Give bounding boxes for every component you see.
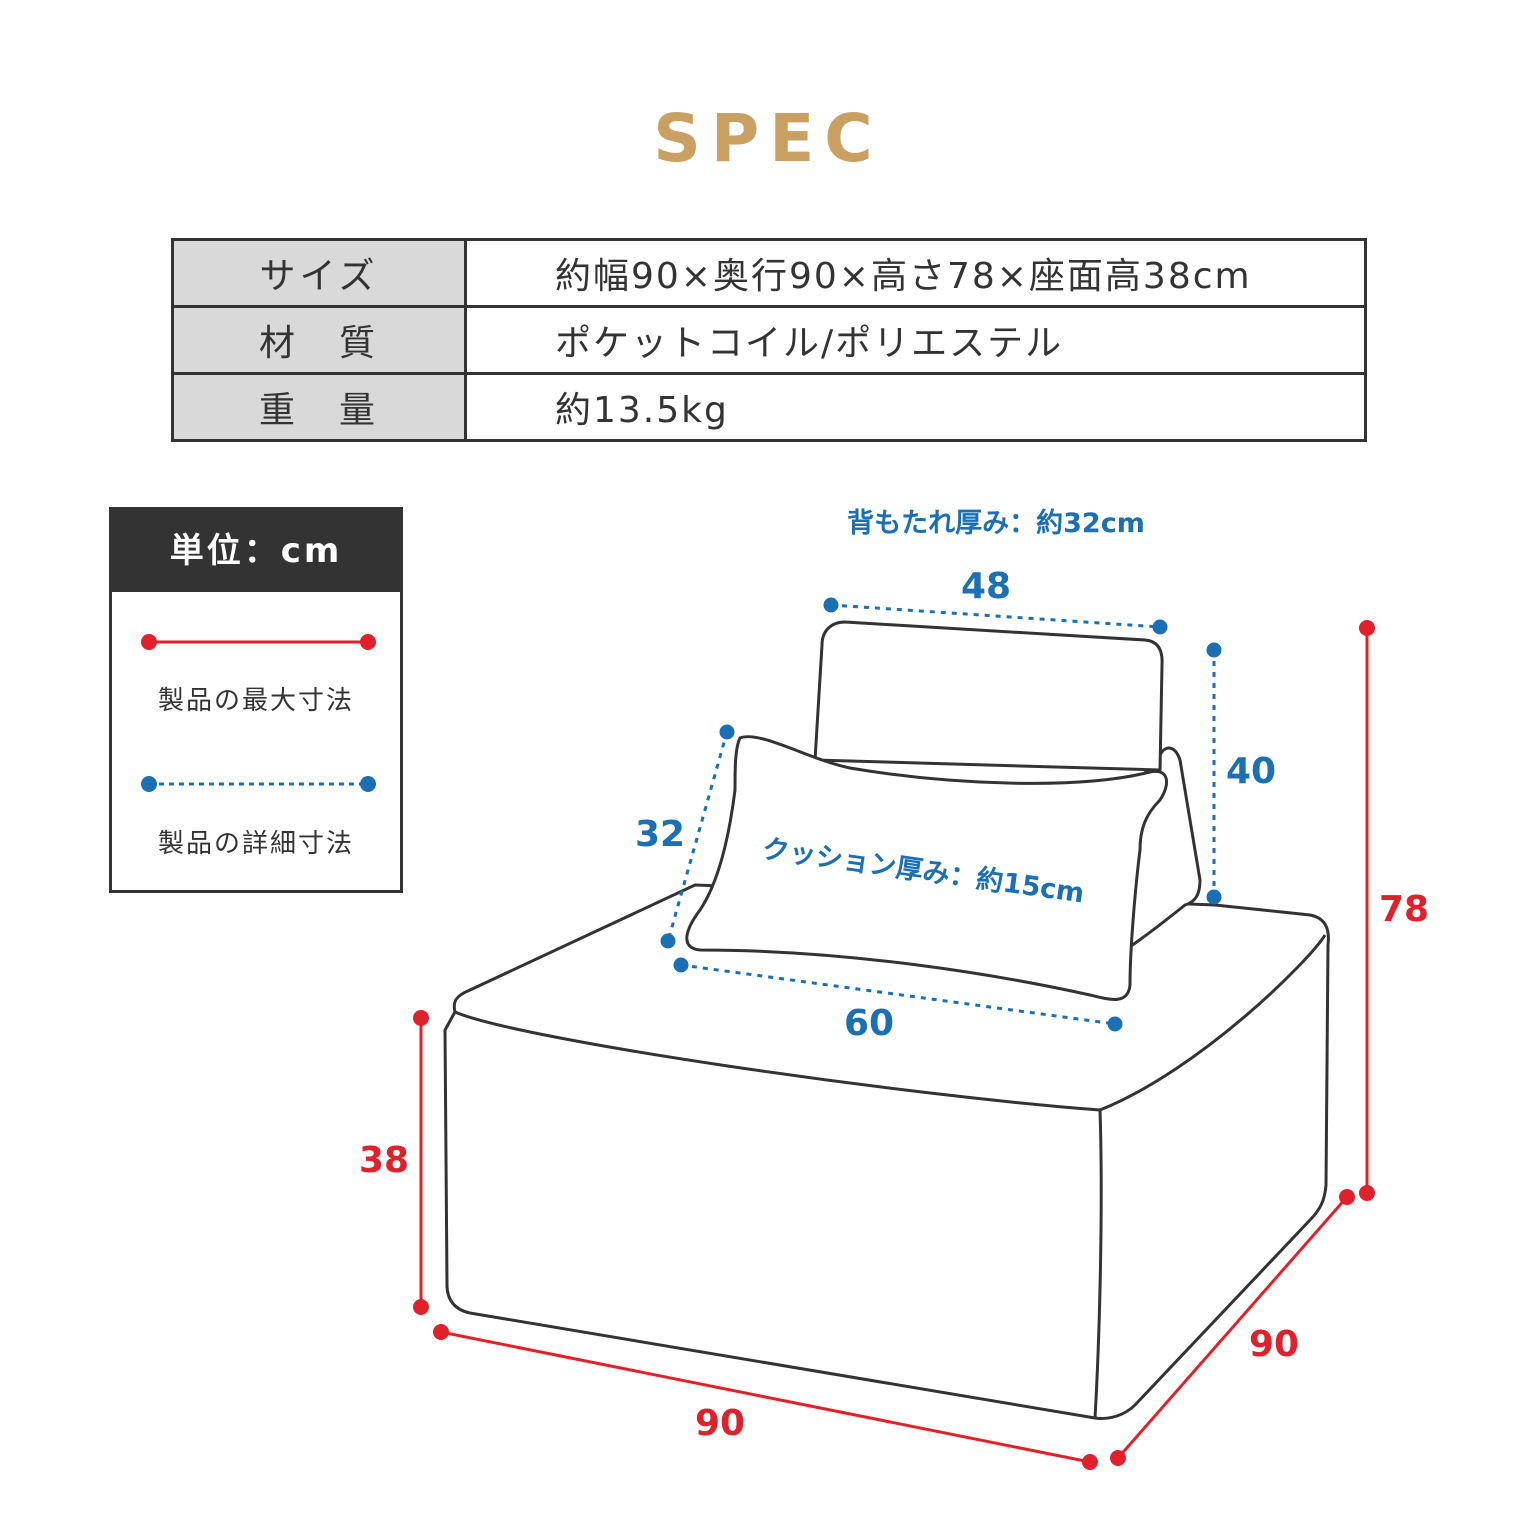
dimension-dot <box>823 597 839 613</box>
spec-label: 材 質 <box>171 305 467 375</box>
dimension-dot <box>433 1324 449 1340</box>
seat-height-label: 38 <box>359 1140 409 1181</box>
total-height-label: 78 <box>1379 889 1429 930</box>
seat-corner-edge <box>1093 1109 1103 1419</box>
spec-value: ポケットコイル/ポリエステル <box>464 305 1367 375</box>
page-title: SPEC <box>653 100 883 177</box>
sofa-outline <box>443 620 1330 1420</box>
spec-label: 重 量 <box>171 372 467 442</box>
dimension-dot <box>1107 1016 1123 1032</box>
depth-label: 90 <box>1249 1324 1299 1365</box>
spec-row-size: サイズ 約幅90×奥行90×高さ78×座面高38cm <box>171 238 1367 308</box>
detail-dimension-dot <box>360 776 376 792</box>
dimension-dot <box>1359 620 1375 636</box>
backrest-height-label: 40 <box>1226 751 1276 792</box>
depth-line <box>1116 1196 1349 1459</box>
legend-lines <box>141 634 376 792</box>
cushion-height-label: 32 <box>635 814 685 855</box>
dimension-dot <box>1110 1450 1126 1466</box>
width-line <box>440 1330 1091 1464</box>
seat-front-edge <box>454 1010 1101 1112</box>
cushion <box>685 735 1169 1001</box>
legend-unit: 単位：cm <box>112 510 400 592</box>
dimension-dot <box>1206 642 1222 658</box>
dimension-dot <box>660 933 676 949</box>
detail-dimension-dot <box>141 776 157 792</box>
legend-detail-label: 製品の詳細寸法 <box>157 829 354 859</box>
cushion-height-line <box>666 731 729 942</box>
backrest-width-label: 48 <box>961 566 1011 607</box>
dimension-dot <box>413 1299 429 1315</box>
max-dimension-dot <box>141 634 157 650</box>
dimension-dot <box>1082 1454 1098 1470</box>
backrest-thickness-note: 背もたれ厚み：約32cm <box>847 507 1145 539</box>
seat-right-edge <box>1099 934 1327 1112</box>
width-label: 90 <box>695 1403 745 1444</box>
max-dimension-dot <box>360 634 376 650</box>
dimension-dot <box>1152 619 1168 635</box>
seat-base <box>443 883 1330 1420</box>
spec-row-weight: 重 量 約13.5kg <box>171 372 1367 442</box>
legend-max-label: 製品の最大寸法 <box>157 686 354 716</box>
dimension-dot <box>673 957 689 973</box>
dimension-dot <box>719 724 735 740</box>
spec-value: 約幅90×奥行90×高さ78×座面高38cm <box>464 238 1367 308</box>
legend-box: 単位：cm 製品の最大寸法 製品の詳細寸法 <box>109 507 403 893</box>
backrest-front <box>813 620 1164 772</box>
spec-label: サイズ <box>171 238 467 308</box>
dimension-dot <box>413 1010 429 1026</box>
cushion-width-line <box>680 963 1116 1026</box>
detail-dimensions <box>660 597 1222 1032</box>
max-dimensions <box>413 620 1375 1470</box>
spec-table: サイズ 約幅90×奥行90×高さ78×座面高38cm 材 質 ポケットコイル/ポ… <box>171 238 1367 442</box>
spec-row-material: 材 質 ポケットコイル/ポリエステル <box>171 305 1367 375</box>
dimension-dot <box>1359 1185 1375 1201</box>
spec-value: 約13.5kg <box>464 372 1367 442</box>
cushion-width-label: 60 <box>844 1003 894 1044</box>
dimension-dot <box>1339 1189 1355 1205</box>
dimension-dot <box>1206 889 1222 905</box>
